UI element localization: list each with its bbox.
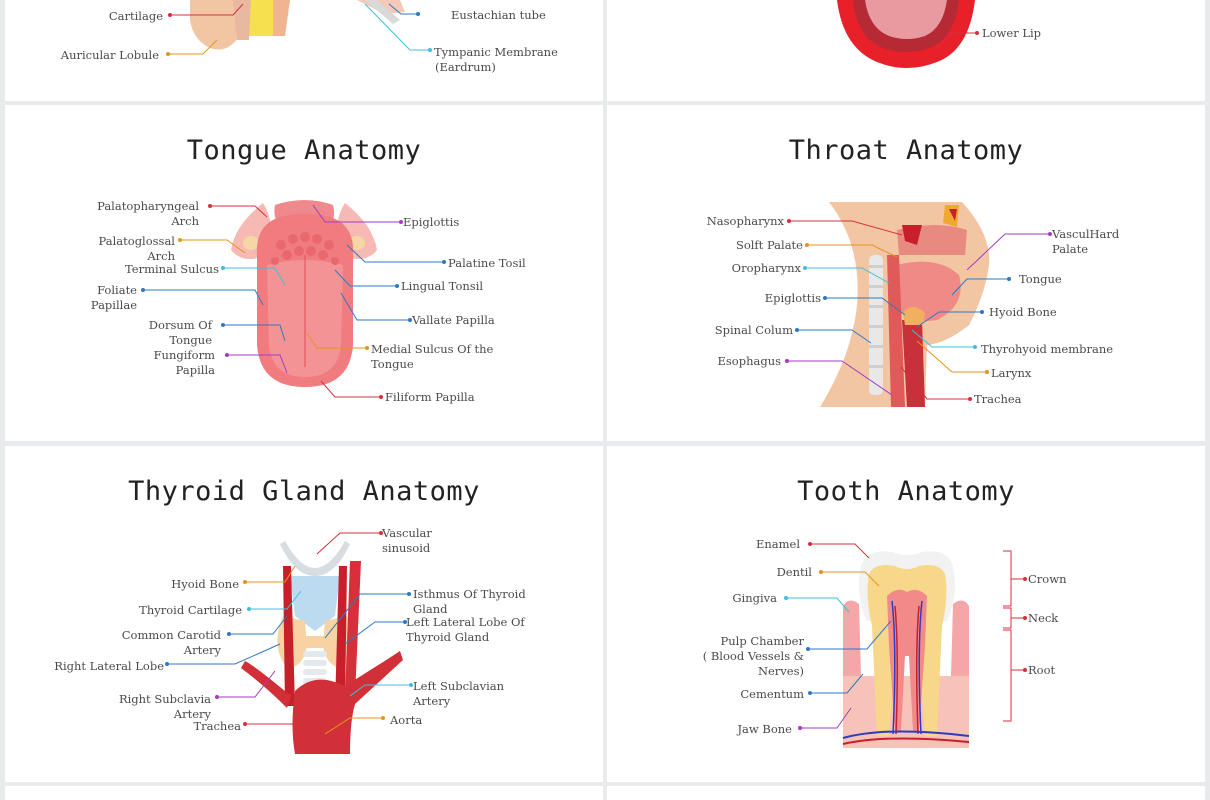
tooth-illustration (842, 551, 970, 748)
label-thyrohyoid-membrane: Thyrohyoid membrane (981, 342, 1114, 356)
label-dentil: Dentil (776, 565, 812, 579)
label-cartilage: Cartilage (108, 9, 163, 23)
label-jaw-bone: Jaw Bone (737, 722, 792, 736)
label-epiglottis: Epiglottis (403, 215, 460, 229)
mouth-illustration (837, 0, 975, 68)
label-cementum: Cementum (740, 687, 804, 701)
tooth-title: Tooth Anatomy (797, 476, 1015, 507)
label-auricular-lobule: Auricular Lobule (60, 48, 159, 62)
label-right-lateral-lobe: Right Lateral Lobe (54, 659, 164, 673)
label-pulp-chamber: Pulp Chamber( Blood Vessels &Nerves) (702, 634, 804, 678)
label-palatine-tonsil: Palatine Tosil (448, 256, 526, 270)
label-soft-palate: Solft Palate (735, 238, 803, 252)
label-lingual-tonsil: Lingual Tonsil (401, 279, 484, 293)
throat-anatomy-panel: Throat Anatomy (607, 105, 1205, 441)
thyroid-title: Thyroid Gland Anatomy (128, 476, 480, 507)
label-enamel: Enamel (755, 537, 800, 551)
label-crown: Crown (1028, 572, 1067, 586)
label-aorta: Aorta (390, 713, 423, 727)
label-esophagus: Esophagus (717, 354, 781, 368)
label-terminal-sulcus: Terminal Sulcus (125, 262, 219, 276)
label-gingiva: Gingiva (732, 591, 777, 605)
label-neck: Neck (1028, 611, 1059, 625)
label-root: Root (1028, 663, 1056, 677)
label-tongue-throat: Tongue (1019, 272, 1062, 286)
throat-illustration (820, 202, 990, 407)
label-trachea-throat: Trachea (974, 392, 1022, 406)
label-eardrum: (Eardrum) (435, 60, 496, 74)
label-nasopharynx: Nasopharynx (706, 214, 784, 228)
mouth-anatomy-panel: Lower Lip (607, 0, 1205, 101)
tongue-illustration (231, 200, 377, 387)
label-hyoid-bone-thyroid: Hyoid Bone (171, 577, 239, 591)
tongue-anatomy-panel: Tongue Anatomy (5, 105, 603, 441)
label-tympanic-membrane: Tympanic Membrane (434, 45, 558, 59)
bottom-left-panel (5, 786, 603, 800)
label-larynx: Larynx (991, 366, 1032, 380)
label-oropharynx: Oropharynx (731, 261, 801, 275)
label-vallate-papilla: Vallate Papilla (412, 313, 495, 327)
label-lower-lip: Lower Lip (982, 26, 1042, 40)
thyroid-anatomy-panel: Thyroid Gland Anatomy (5, 446, 603, 782)
ear-anatomy-panel: Cartilage Auricular Lobule Eustachian tu… (5, 0, 603, 101)
label-thyroid-cartilage: Thyroid Cartilage (139, 603, 242, 617)
throat-title: Throat Anatomy (788, 135, 1024, 166)
bottom-right-panel (607, 786, 1205, 800)
label-eustachian-tube: Eustachian tube (451, 8, 546, 22)
label-epiglottis-throat: Epiglottis (764, 291, 821, 305)
tongue-title: Tongue Anatomy (186, 135, 422, 166)
tooth-anatomy-panel: Tooth Anatomy (607, 446, 1205, 782)
label-hyoid-bone-throat: Hyoid Bone (989, 305, 1057, 319)
label-trachea-thyroid: Trachea (193, 719, 241, 733)
label-filiform-papilla: Filiform Papilla (385, 390, 475, 404)
label-spinal-column: Spinal Colum (714, 323, 793, 337)
